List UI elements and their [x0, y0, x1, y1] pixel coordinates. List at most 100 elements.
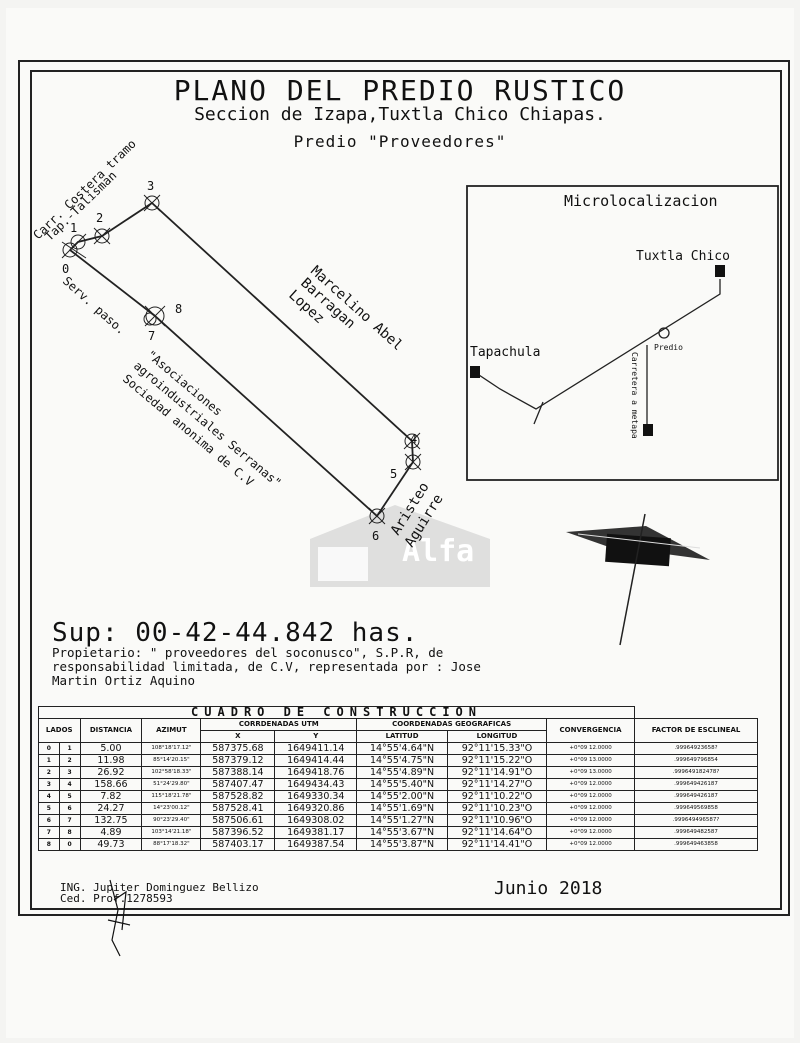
cell-x: 587388.14	[200, 766, 276, 779]
micro-tapachula-label: Tapachula	[470, 345, 540, 360]
cell-x: 587407.47	[200, 778, 276, 791]
micro-predio-label: Predio	[654, 343, 683, 352]
cell-conv: +0°09 12.0000	[546, 742, 636, 755]
cell-lon: 92°11'14.91"O	[446, 766, 548, 779]
vertex-1: 1	[70, 221, 77, 235]
header-y: Y	[274, 730, 358, 743]
header-geo: COORDENADAS GEOGRAFICAS	[356, 718, 548, 731]
cell-a: 6	[38, 814, 60, 827]
cell-lat: 14°55'4.75"N	[356, 754, 448, 767]
micro-location-map: Microlocalizacion Tuxtla Chico Tapachula…	[466, 185, 779, 481]
micro-title: Microlocalizacion	[564, 192, 718, 210]
cell-conv: +0°09 13.0000	[546, 754, 636, 767]
cell-y: 1649320.86	[274, 802, 358, 815]
cell-fac: .999649482587	[634, 826, 758, 839]
cell-az: 88°17'18.32"	[141, 838, 202, 851]
header-factor: FACTOR DE ESCLINEAL	[634, 718, 758, 743]
cell-lon: 92°11'15.33"O	[446, 742, 548, 755]
micro-tuxtla-label: Tuxtla Chico	[636, 249, 730, 264]
predio-name: Predio "Proveedores"	[293, 132, 507, 151]
vertex-4: 4	[410, 432, 417, 446]
header-utm: CORRDENADAS UTM	[200, 718, 358, 731]
cell-dist: 158.66	[79, 778, 143, 791]
vertex-2: 2	[96, 211, 103, 225]
cell-conv: +0°09 13.0000	[546, 766, 636, 779]
watermark-text: Alfa	[402, 534, 474, 569]
header-latitud: LATITUD	[356, 730, 448, 743]
cell-lon: 92°11'14.27"O	[446, 778, 548, 791]
plan-date: Junio 2018	[494, 878, 603, 899]
cell-conv: +0°09 12.0000	[546, 778, 636, 791]
vertex-6: 6	[372, 529, 379, 543]
cell-y: 1649411.14	[274, 742, 358, 755]
cell-y: 1649381.17	[274, 826, 358, 839]
cell-b: 4	[58, 778, 81, 791]
vertex-7: 7	[148, 329, 155, 343]
cell-conv: +0°09 12.0000	[546, 814, 636, 827]
cell-dist: 5.00	[79, 742, 143, 755]
cell-conv: +0°09 12.0000	[546, 790, 636, 803]
cell-dist: 11.98	[79, 754, 143, 767]
cell-az: 14°23'00.12"	[141, 802, 202, 815]
cell-b: 5	[58, 790, 81, 803]
cell-lon: 92°11'10.23"O	[446, 802, 548, 815]
header-longitud: LONGITUD	[446, 730, 548, 743]
header-azimut: AZIMUT	[141, 718, 202, 743]
header-convergencia: CONVERGENCIA	[546, 718, 636, 743]
cell-fac: .999649463858	[634, 838, 758, 851]
vertex-0: 0	[62, 262, 69, 276]
engineer-signature-block: ING. Jupiter Dominguez Bellizo Ced. Prof…	[60, 882, 259, 904]
cell-fac: .999649182478?	[634, 766, 758, 779]
cell-az: 90°23'29.40"	[141, 814, 202, 827]
cell-lat: 14°55'4.64"N	[356, 742, 448, 755]
cell-lat: 14°55'3.87"N	[356, 838, 448, 851]
cell-conv: +0°09 12.0000	[546, 802, 636, 815]
cell-dist: 4.89	[79, 826, 143, 839]
serv-paso-label: Serv. paso.	[60, 274, 128, 338]
cell-lat: 14°55'3.67"N	[356, 826, 448, 839]
cell-y: 1649418.76	[274, 766, 358, 779]
road-label: Carr. Costera tramo	[30, 137, 138, 242]
table-title: CUADRO DE CONSTRUCCION	[37, 706, 636, 719]
cell-y: 1649387.54	[274, 838, 358, 851]
cell-a: 7	[38, 826, 60, 839]
tapachula-marker	[470, 366, 480, 378]
cell-a: 3	[38, 778, 60, 791]
header-lados: LADOS	[38, 718, 81, 743]
engineer-name: ING. Jupiter Dominguez Bellizo	[60, 881, 259, 894]
cell-lon: 92°11'10.22"O	[446, 790, 548, 803]
cell-x: 587375.68	[200, 742, 276, 755]
cell-x: 587506.61	[200, 814, 276, 827]
metapa-marker	[643, 424, 653, 436]
cell-a: 0	[38, 742, 60, 755]
plan-title: PLANO DEL PREDIO RUSTICO	[173, 74, 627, 107]
cell-x: 587528.41	[200, 802, 276, 815]
plan-subtitle: Seccion de Izapa,Tuxtla Chico Chiapas.	[194, 104, 606, 125]
cell-az: 102°58'18.33"	[141, 766, 202, 779]
cell-b: 7	[58, 814, 81, 827]
cell-fac: .999649496587?	[634, 814, 758, 827]
cell-a: 2	[38, 766, 60, 779]
cell-lon: 92°11'14.41"O	[446, 838, 548, 851]
cell-x: 587528.82	[200, 790, 276, 803]
engineer-cedula: Ced. Prof.1278593	[60, 892, 173, 905]
alfa-watermark: Alfa	[310, 505, 490, 587]
cell-y: 1649308.02	[274, 814, 358, 827]
cell-x: 587396.52	[200, 826, 276, 839]
cell-fac: .99964923658?	[634, 742, 758, 755]
cell-fac: .999649426187	[634, 790, 758, 803]
cell-conv: +0°09 12.0000	[546, 826, 636, 839]
inner-frame	[30, 70, 782, 910]
cell-a: 1	[38, 754, 60, 767]
cell-az: 108°18'17.12"	[141, 742, 202, 755]
cell-a: 4	[38, 790, 60, 803]
